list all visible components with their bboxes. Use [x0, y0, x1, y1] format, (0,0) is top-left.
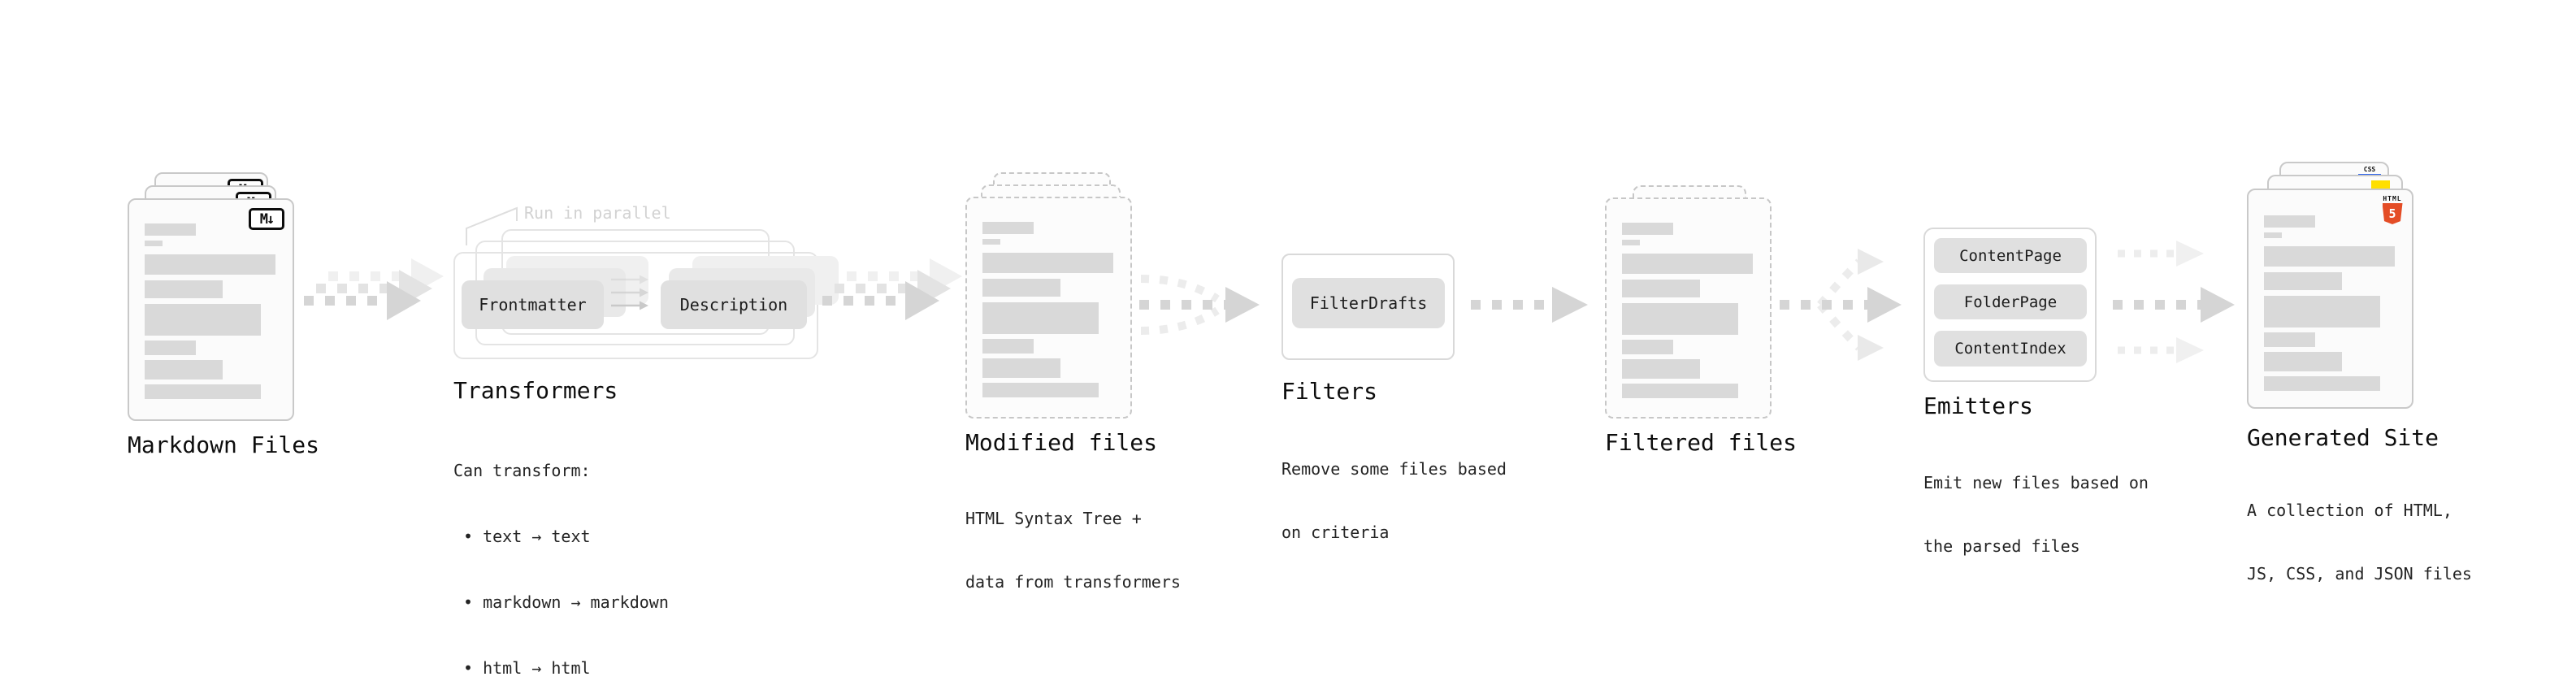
modified-files-desc-line: data from transformers: [965, 572, 1181, 592]
arrow-filters-to-filtered: [1471, 287, 1588, 323]
html5-icon: HTML 5: [2382, 195, 2403, 224]
contentpage-node: ContentPage: [1934, 238, 2087, 273]
arrow-transformers-to-modified: [822, 258, 962, 320]
transformers-bullet: • html → html: [463, 658, 591, 678]
frontmatter-node-label: Frontmatter: [479, 295, 587, 314]
transformers-description: Can transform: • text → text • markdown …: [453, 416, 669, 681]
arrow-modified-to-filters: [1139, 275, 1260, 335]
generated-site-desc-line: JS, CSS, and JSON files: [2247, 564, 2472, 583]
contentindex-node: ContentIndex: [1934, 331, 2087, 367]
filters-desc-line: Remove some files based: [1281, 459, 1507, 479]
transformers-title: Transformers: [453, 377, 618, 404]
js-file-icon: [2371, 180, 2390, 191]
site-file-card-html: HTML 5: [2247, 189, 2413, 409]
transformers-box-front: [453, 252, 818, 359]
filters-description: Remove some files based on criteria: [1281, 416, 1507, 585]
generated-site-desc-line: A collection of HTML,: [2247, 501, 2452, 520]
filters-desc-line: on criteria: [1281, 523, 1390, 542]
html5-icon-number: 5: [2388, 206, 2396, 221]
run-in-parallel-leader-line: [466, 206, 518, 245]
modified-files-description: HTML Syntax Tree + data from transformer…: [965, 466, 1181, 635]
filters-title: Filters: [1281, 378, 1378, 405]
markdown-files-title: Markdown Files: [128, 432, 320, 458]
generated-site-description: A collection of HTML, JS, CSS, and JSON …: [2247, 458, 2472, 627]
arrows-emitters-to-site: [2113, 241, 2235, 363]
arrow-filtered-to-emitters: [1780, 249, 1902, 361]
filtered-files-title: Filtered files: [1605, 429, 1798, 456]
document-content-bars: [2264, 215, 2395, 391]
folderpage-node: FolderPage: [1934, 284, 2087, 319]
filterdrafts-node: FilterDrafts: [1292, 278, 1445, 328]
filterdrafts-node-label: FilterDrafts: [1309, 293, 1428, 313]
transformers-desc-heading: Can transform:: [453, 461, 591, 480]
frontmatter-node: Frontmatter: [462, 280, 604, 329]
modified-files-title: Modified files: [965, 429, 1158, 456]
html5-icon-shield: 5: [2382, 203, 2403, 224]
description-node: Description: [661, 280, 807, 329]
contentindex-node-label: ContentIndex: [1954, 340, 2066, 358]
arrow-markdown-to-transformers: [304, 258, 444, 320]
contentpage-node-label: ContentPage: [1959, 246, 2062, 265]
modified-file-card-front: [965, 197, 1132, 419]
transformers-bullet: • text → text: [463, 527, 591, 546]
css-badge-label: CSS: [2363, 166, 2376, 173]
markdown-icon: M↓: [249, 208, 284, 230]
markdown-file-card-front: M↓: [128, 198, 294, 421]
document-content-bars: [1622, 223, 1753, 398]
transformers-bullet: • markdown → markdown: [463, 592, 669, 612]
emitters-desc-line: Emit new files based on: [1923, 473, 2149, 492]
filtered-file-card-front: [1605, 197, 1772, 419]
folderpage-node-label: FolderPage: [1963, 293, 2058, 311]
emitters-title: Emitters: [1923, 393, 2033, 419]
markdown-icon-label: M↓: [259, 210, 275, 228]
frontmatter-to-description-arrows: [611, 275, 648, 310]
generated-site-title: Generated Site: [2247, 424, 2439, 451]
html5-icon-label: HTML: [2383, 195, 2402, 202]
emitters-description: Emit new files based on the parsed files: [1923, 430, 2149, 599]
emitters-desc-line: the parsed files: [1923, 536, 2080, 556]
document-content-bars: [982, 222, 1113, 397]
description-node-label: Description: [679, 295, 788, 314]
document-content-bars: [145, 223, 275, 399]
modified-files-desc-line: HTML Syntax Tree +: [965, 509, 1142, 528]
run-in-parallel-note: Run in parallel: [524, 203, 671, 223]
